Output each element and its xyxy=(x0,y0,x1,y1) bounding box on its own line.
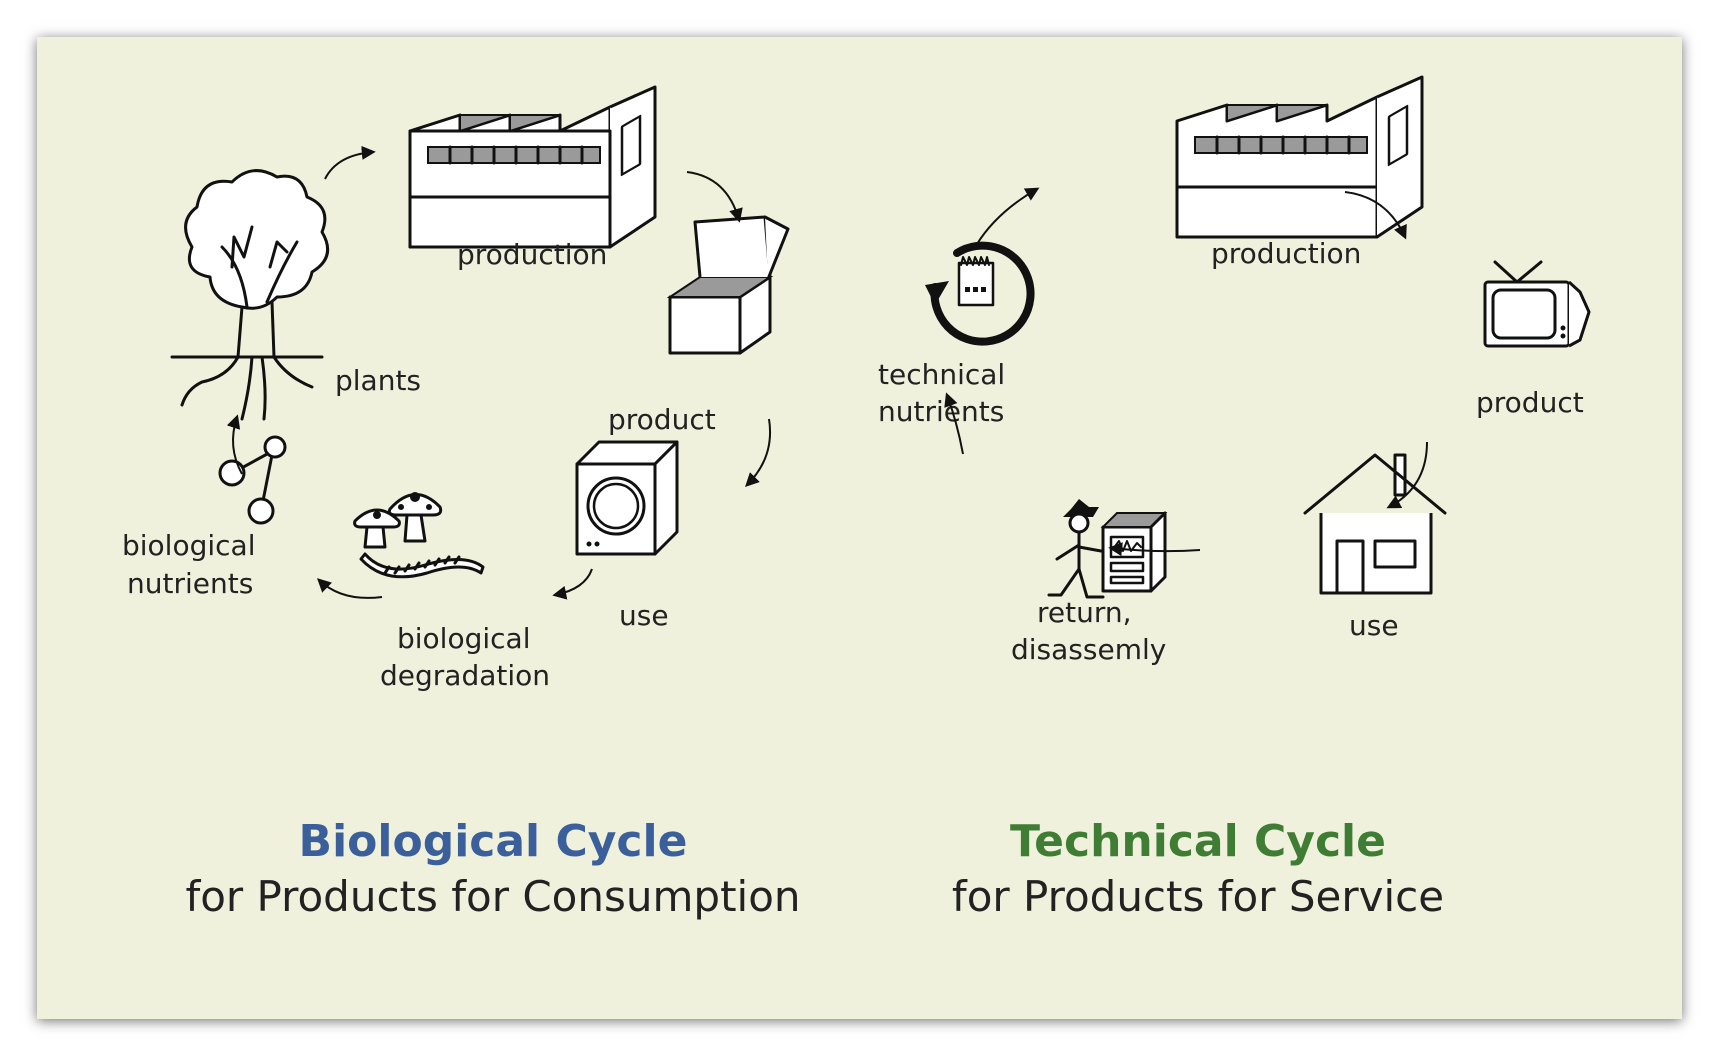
tech-return-label-1: return, xyxy=(1037,596,1132,629)
tech-production-label: production xyxy=(1211,237,1361,270)
tech-product-label: product xyxy=(1476,386,1584,419)
bio-mushrooms-worm-icon xyxy=(353,492,485,579)
bio-arrow-degradation-to-nutrients xyxy=(316,578,383,599)
tech-factory-icon xyxy=(1175,75,1424,239)
tech-television-icon xyxy=(1483,260,1591,348)
tech-arrow-nutrients-to-production xyxy=(976,187,1040,245)
cycles-diagram: production product use xyxy=(122,75,1591,921)
bio-arrow-nutrients-to-plants xyxy=(226,414,243,475)
tech-recycle-factory-icon xyxy=(925,241,1035,346)
tech-nutrients-label-2: nutrients xyxy=(878,395,1004,428)
tech-cycle-title: Technical Cycle xyxy=(1010,816,1386,867)
bio-plants-label: plants xyxy=(335,364,421,397)
tech-cycle-subtitle: for Products for Service xyxy=(952,872,1444,921)
bio-cycle-subtitle: for Products for Consumption xyxy=(185,872,800,921)
bio-nutrients-label-1: biological xyxy=(122,529,255,562)
tech-house-icon xyxy=(1303,453,1447,595)
tech-nutrients-label-1: technical xyxy=(878,358,1005,391)
bio-degradation-label-1: biological xyxy=(397,622,530,655)
bio-arrow-production-to-product xyxy=(686,171,743,223)
tech-person-machine-icon xyxy=(1047,499,1168,599)
bio-open-box-icon xyxy=(666,215,790,355)
bio-cycle-title: Biological Cycle xyxy=(299,816,688,867)
bio-arrow-plants-to-production xyxy=(324,145,376,180)
bio-nutrients-label-2: nutrients xyxy=(127,567,253,600)
bio-use-label: use xyxy=(619,599,669,632)
tech-return-label-2: disassemly xyxy=(1011,633,1166,666)
tech-arrow-return-to-nutrients xyxy=(944,392,964,455)
bio-arrow-product-to-use xyxy=(745,418,771,487)
tech-arrow-product-to-use xyxy=(1386,441,1428,509)
bio-production-label: production xyxy=(457,238,607,271)
biological-cycle: production product use xyxy=(122,85,801,921)
bio-washing-machine-icon xyxy=(575,440,679,556)
tech-use-label: use xyxy=(1349,609,1399,642)
technical-cycle: production product use xyxy=(878,75,1591,921)
bio-arrow-use-to-degradation xyxy=(552,568,593,600)
bio-degradation-label-2: degradation xyxy=(380,659,550,692)
tech-arrow-use-to-return xyxy=(1108,542,1201,557)
bio-tree-icon xyxy=(170,169,330,421)
bio-molecule-icon xyxy=(218,435,287,525)
diagram-panel: production product use xyxy=(37,37,1682,1019)
tech-arrow-production-to-product xyxy=(1344,191,1407,240)
bio-factory-icon xyxy=(408,85,657,249)
bio-product-label: product xyxy=(608,403,716,436)
